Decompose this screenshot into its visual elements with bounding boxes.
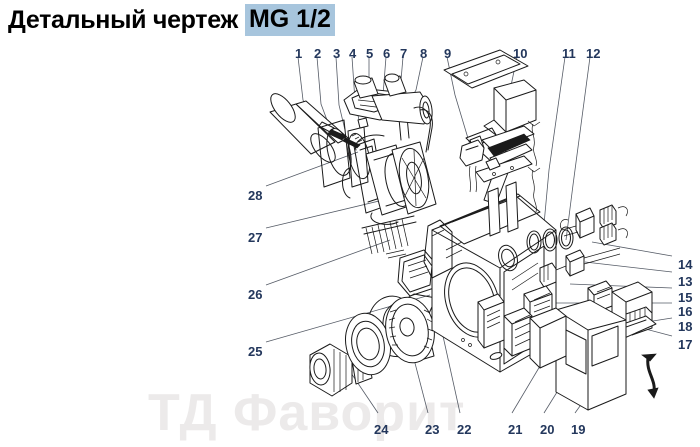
part-rings-seal — [526, 226, 574, 254]
label-6: 6 — [383, 46, 391, 61]
leader-lines-left — [265, 151, 431, 343]
label-22: 22 — [457, 422, 472, 437]
label-8: 8 — [420, 46, 428, 61]
part-side-plate — [423, 219, 453, 279]
part-motor-assembly — [342, 97, 437, 225]
label-14: 14 — [678, 257, 693, 272]
title-text: Детальный чертеж — [8, 5, 238, 34]
label-23: 23 — [425, 422, 440, 437]
label-7: 7 — [400, 46, 408, 61]
part-sensor — [459, 139, 485, 193]
label-11: 11 — [562, 46, 576, 61]
part-wire-leads — [527, 120, 541, 213]
label-9: 9 — [444, 46, 452, 61]
label-18: 18 — [678, 319, 693, 334]
part-ribbed-disc-22 — [385, 296, 435, 364]
part-arm-curve — [413, 106, 433, 153]
part-transformer-10 — [483, 79, 537, 139]
part-grommet — [489, 352, 503, 360]
part-power-cord — [641, 353, 659, 399]
part-manifold-tubes — [343, 73, 433, 129]
label-5: 5 — [366, 46, 374, 61]
part-small-board — [477, 293, 505, 349]
label-12: 12 — [586, 46, 601, 61]
watermark: ТД Фаворит — [148, 384, 466, 442]
part-connectors-top — [560, 204, 628, 246]
part-small-clips — [318, 121, 363, 149]
leader-lines-top — [297, 56, 591, 241]
label-15: 15 — [678, 290, 693, 305]
label-17: 17 — [678, 337, 693, 352]
part-bracket-plate — [481, 125, 535, 167]
page-title: Детальный чертеж MG 1/2 — [8, 4, 335, 36]
part-switch-block — [397, 249, 437, 297]
label-13: 13 — [678, 274, 693, 289]
label-10: 10 — [513, 46, 528, 61]
label-1: 1 — [295, 46, 303, 61]
label-25: 25 — [248, 344, 263, 359]
part-panel-21 — [529, 307, 567, 369]
label-3: 3 — [333, 46, 341, 61]
part-wire-harness-26 — [361, 215, 417, 259]
part-mounting-rail — [487, 181, 519, 237]
label-20: 20 — [540, 422, 555, 437]
label-26: 26 — [248, 287, 263, 302]
label-24: 24 — [374, 422, 389, 437]
part-circuit-board — [475, 155, 533, 183]
label-2: 2 — [314, 46, 322, 61]
label-27: 27 — [248, 230, 263, 245]
part-control-console-19 — [555, 299, 627, 411]
part-flat-bar — [443, 49, 529, 89]
label-19: 19 — [571, 422, 586, 437]
part-panel-20 — [503, 307, 533, 357]
label-4: 4 — [349, 46, 357, 61]
model-badge: MG 1/2 — [244, 4, 335, 36]
label-28: 28 — [248, 188, 263, 203]
label-16: 16 — [678, 304, 693, 319]
part-connector-blocks — [539, 247, 621, 288]
part-cylinder-28 — [269, 93, 349, 163]
label-21: 21 — [508, 422, 523, 437]
part-ring-23 — [345, 312, 391, 376]
